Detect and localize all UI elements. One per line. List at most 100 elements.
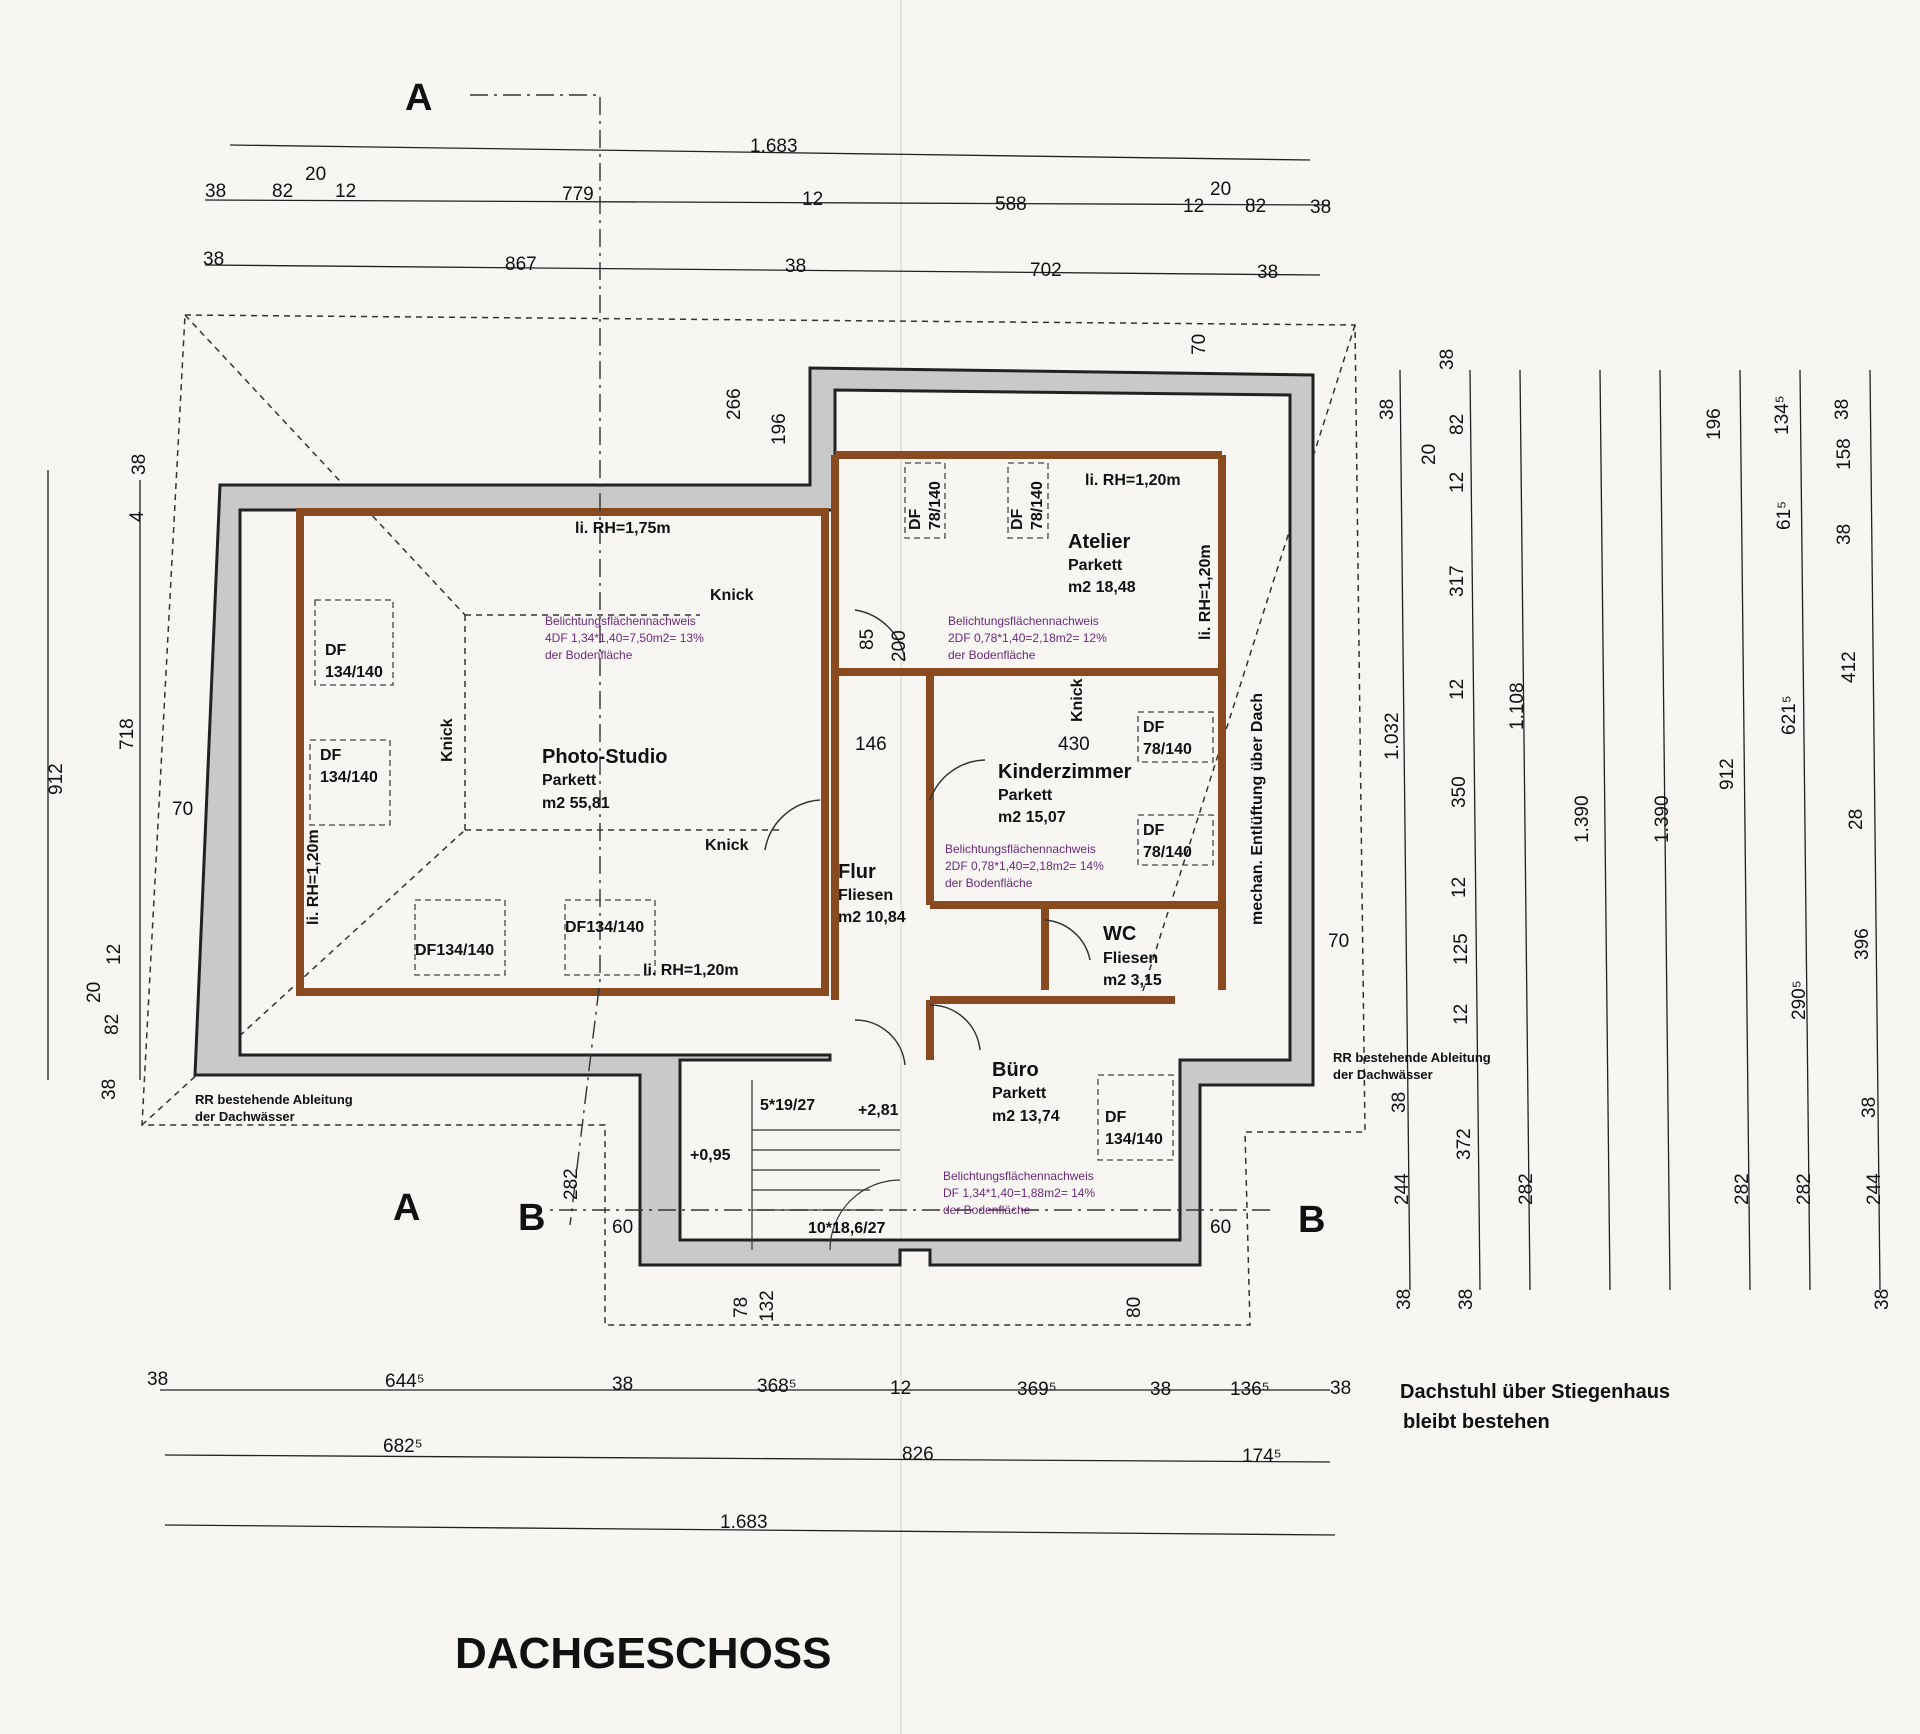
dim-label: 38 xyxy=(129,454,150,475)
dim-label: 12 xyxy=(890,1378,911,1399)
df-label: DF xyxy=(1105,1109,1127,1126)
dim-label: 430 xyxy=(1058,734,1090,755)
dim-label: 1.683 xyxy=(750,136,798,157)
dim-label: 70 xyxy=(1189,334,1210,355)
outer-walls xyxy=(193,366,1315,1267)
dims-top: 1.683 38 82 20 12 779 12 588 12 20 82 38… xyxy=(203,136,1331,283)
dim-label: 38 xyxy=(1456,1289,1477,1310)
paper-fold xyxy=(900,0,902,1734)
note-line: der Bodenfläche xyxy=(948,648,1036,662)
dim-label: 38 xyxy=(1437,349,1458,370)
room-area: m2 15,07 xyxy=(998,809,1066,826)
dim-label: 588 xyxy=(995,194,1027,215)
df-size: 134/140 xyxy=(1105,1131,1163,1148)
dim-label: 132 xyxy=(757,1290,778,1322)
dim-label: 1.390 xyxy=(1572,795,1593,843)
dim-label: 20 xyxy=(1419,444,1440,465)
room-name: Atelier xyxy=(1068,531,1130,553)
df-size: 134/140 xyxy=(320,769,378,786)
room-kinderzimmer: Kinderzimmer Parkett m2 15,07 xyxy=(998,761,1132,826)
room-flur: Flur Fliesen m2 10,84 xyxy=(838,861,906,926)
note-line: 2DF 0,78*1,40=2,18m2= 12% xyxy=(948,631,1107,645)
dims-left: 912 718 38 4 70 12 20 82 38 xyxy=(46,454,193,1100)
note-atelier: Belichtungsflächennachweis 2DF 0,78*1,40… xyxy=(948,614,1107,662)
room-area: m2 10,84 xyxy=(838,909,906,926)
door-swings xyxy=(764,609,1091,1066)
room-area: m2 55,81 xyxy=(542,795,610,812)
dim-label: 60 xyxy=(612,1217,633,1238)
rr-label: der Dachwässer xyxy=(1333,1067,1433,1082)
dim-label: 317 xyxy=(1447,565,1468,597)
dim-label: 70 xyxy=(1328,931,1349,952)
note-line: Belichtungsflächennachweis xyxy=(945,842,1096,856)
dim-label: 38 xyxy=(203,249,224,270)
room-wc: WC Fliesen m2 3,15 xyxy=(1103,923,1162,989)
dims-right: 38 1.032 38 244 38 38 82 20 12 317 12 35… xyxy=(1377,349,1893,1310)
note-line: der Bodenfläche xyxy=(945,876,1033,890)
dim-label: 38 xyxy=(1377,399,1398,420)
dim-label: 290⁵ xyxy=(1789,980,1810,1020)
knick-label: Knick xyxy=(710,587,754,604)
dim-label: 644⁵ xyxy=(385,1371,425,1392)
rh-label: li. RH=1,20m xyxy=(1197,544,1214,640)
roof-outline xyxy=(141,314,1366,1326)
dim-label: 702 xyxy=(1030,260,1062,281)
dim-label: 38 xyxy=(99,1079,120,1100)
level-label: +2,81 xyxy=(858,1102,899,1119)
dim-label: 158 xyxy=(1834,438,1855,470)
dim-label: 12 xyxy=(1451,1004,1472,1025)
dims-bottom: 38 644⁵ 38 368⁵ 12 369⁵ 38 136⁵ 38 682⁵ … xyxy=(147,1369,1351,1533)
df-label: DF xyxy=(1009,508,1026,530)
dim-label: 12 xyxy=(1447,472,1468,493)
dim-label: 20 xyxy=(1210,179,1231,200)
dim-label: 82 xyxy=(272,181,293,202)
dim-label: 38 xyxy=(1394,1289,1415,1310)
room-floor: Parkett xyxy=(992,1085,1047,1102)
dims-inner: 266 196 70 85 200 146 430 70 60 60 282 7… xyxy=(561,334,1349,1322)
section-mark-a-bottom: A xyxy=(393,1187,420,1229)
note-line: 2DF 0,78*1,40=2,18m2= 14% xyxy=(945,859,1104,873)
section-mark-b-left: B xyxy=(518,1197,545,1239)
dim-label: 912 xyxy=(46,763,67,795)
df-labels: DF 134/140 DF 134/140 DF134/140 DF134/14… xyxy=(320,481,1192,1148)
room-floor: Parkett xyxy=(1068,557,1123,574)
dim-label: 1.108 xyxy=(1507,682,1528,730)
dim-label: 682⁵ xyxy=(383,1436,423,1457)
dim-label: 282 xyxy=(1732,1173,1753,1205)
inner-walls xyxy=(296,451,1226,1060)
dim-label: 134⁵ xyxy=(1772,395,1793,435)
stair-label: 5*19/27 xyxy=(760,1097,815,1114)
dim-label: 12 xyxy=(1449,877,1470,898)
dim-label: 350 xyxy=(1449,776,1470,808)
room-photo-studio: Photo-Studio Parkett m2 55,81 xyxy=(542,746,668,812)
section-lines xyxy=(470,94,1270,1226)
dim-label: 412 xyxy=(1839,651,1860,683)
dim-label: 78 xyxy=(731,1297,752,1318)
note-line: 4DF 1,34*1,40=7,50m2= 13% xyxy=(545,631,704,645)
dim-label: 244 xyxy=(1392,1173,1413,1205)
dim-label: 80 xyxy=(1124,1297,1145,1318)
section-mark-b-right: B xyxy=(1298,1199,1325,1241)
room-atelier: Atelier Parkett m2 18,48 xyxy=(1068,531,1136,596)
dim-label: 82 xyxy=(1245,196,1266,217)
dim-label: 61⁵ xyxy=(1774,501,1795,530)
dim-label: 4 xyxy=(127,511,148,522)
dim-label: 368⁵ xyxy=(757,1376,797,1397)
room-area: m2 3,15 xyxy=(1103,972,1162,989)
dim-label: 369⁵ xyxy=(1017,1379,1057,1400)
note-line: DF 1,34*1,40=1,88m2= 14% xyxy=(943,1186,1095,1200)
df-label: DF134/140 xyxy=(565,919,644,936)
dim-label: 282 xyxy=(561,1168,582,1200)
stair-label: 10*18,6/27 xyxy=(808,1220,886,1237)
dim-label: 70 xyxy=(172,799,193,820)
dim-label: 38 xyxy=(612,1374,633,1395)
dim-label: 38 xyxy=(1832,399,1853,420)
knick-label: Knick xyxy=(1069,678,1086,722)
df-size: 78/140 xyxy=(1029,481,1046,530)
df-size: 78/140 xyxy=(927,481,944,530)
dim-label: 1.390 xyxy=(1652,795,1673,843)
dim-label: 85 xyxy=(857,629,878,650)
df-label: DF xyxy=(1143,719,1165,736)
dim-label: 200 xyxy=(889,630,910,662)
